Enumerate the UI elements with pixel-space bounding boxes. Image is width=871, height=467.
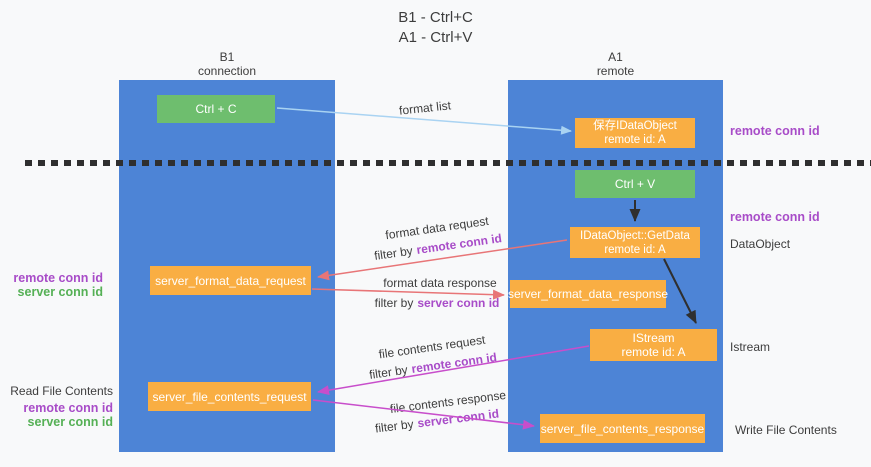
remote-conn-id-label-left2: remote conn id [23, 401, 113, 415]
istream-line2: remote id: A [621, 345, 686, 359]
server-file-contents-request-label: server_file_contents_request [152, 389, 307, 404]
format-request-conn-labels: remote conn id server conn id [3, 271, 103, 299]
filter-by-text-4: filter by [374, 416, 415, 436]
save-dataobject-line1: 保存IDataObject [593, 120, 677, 132]
left-column-header: B1 connection [119, 50, 335, 78]
title-line-1: B1 - Ctrl+C [398, 9, 473, 26]
ctrl-c-node: Ctrl + C [157, 95, 275, 123]
filter-by-text-1: filter by [373, 243, 414, 263]
format-data-response-label: format data response [383, 276, 497, 290]
getdata-line1: IDataObject::GetData [580, 229, 690, 242]
filter-by-text-3: filter by [368, 362, 409, 382]
server-file-contents-response-node: server_file_contents_response [540, 414, 705, 443]
diagram-title: B1 - Ctrl+C A1 - Ctrl+V [0, 8, 871, 48]
ctrl-c-label: Ctrl + C [195, 102, 237, 116]
dataobject-label: DataObject [730, 237, 791, 251]
left-column-role: connection [197, 64, 257, 78]
getdata-line2: remote id: A [604, 243, 666, 256]
server-format-data-response-node: server_format_data_response [507, 280, 669, 308]
ctrl-v-node: Ctrl + V [575, 170, 695, 198]
remote-conn-id-label-left1: remote conn id [13, 271, 103, 285]
write-file-contents-label: Write File Contents [735, 423, 837, 437]
server-file-contents-response-label: server_file_contents_response [540, 421, 705, 436]
right-column-role: remote [596, 64, 635, 78]
server-format-data-request-label: server_format_data_request [155, 273, 306, 288]
server-file-contents-request-node: server_file_contents_request [148, 382, 311, 411]
save-dataobject-line2: remote id: A [604, 134, 666, 146]
remote-conn-id-label-mid: remote conn id [730, 210, 820, 224]
save-dataobject-node: 保存IDataObject remote id: A [575, 118, 695, 148]
istream-line1: IStream [632, 331, 675, 345]
format-list-label: format list [398, 98, 452, 118]
right-column-header: A1 remote [508, 50, 723, 78]
istream-node: IStream remote id: A [590, 329, 717, 361]
istream-side-label: Istream [730, 340, 771, 354]
server-format-data-response-label: server_format_data_response [507, 287, 669, 301]
server-conn-id-label-left1: server conn id [17, 285, 103, 299]
server-format-data-request-node: server_format_data_request [150, 266, 311, 295]
getdata-node: IDataObject::GetData remote id: A [570, 227, 700, 258]
read-file-contents-label: Read File Contents [10, 384, 113, 398]
filter-server-conn-id-2: server conn id [417, 296, 500, 310]
remote-conn-id-label-top: remote conn id [730, 124, 820, 138]
left-column-name: B1 [219, 50, 235, 64]
file-request-conn-labels: Read File Contents remote conn id server… [8, 384, 113, 429]
filter-by-text-2: filter by [374, 296, 414, 310]
right-column-name: A1 [608, 50, 623, 64]
title-line-2: A1 - Ctrl+V [398, 29, 473, 46]
ctrl-v-label: Ctrl + V [614, 177, 656, 191]
server-conn-id-label-left2: server conn id [27, 415, 113, 429]
